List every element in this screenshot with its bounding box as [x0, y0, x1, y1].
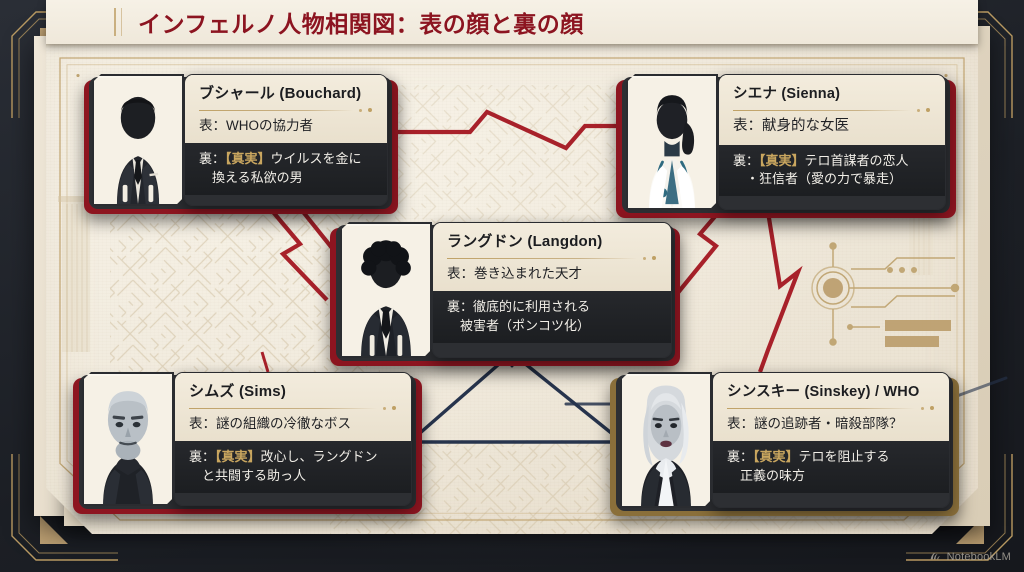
character-card-sinskey[interactable]: シンスキー (Sinskey) / WHO 表：謎の追跡者・暗殺部隊？ 裏：【真… [610, 372, 959, 516]
character-name: シンスキー (Sinskey) / WHO [727, 384, 920, 400]
card-face-section: シムズ (Sims) 表：謎の組織の冷徹なボス [175, 373, 411, 442]
truth-section: 裏：【真実】ウイルスを金に 換える私欲の男 [185, 143, 387, 196]
truth-text-1: 改心し、ラングドン [260, 449, 378, 465]
truth-line-2: ・狂信者（愛の力で暴走） [746, 171, 903, 187]
card-face-section: シエナ (Sienna) 表：献身的な女医 [719, 75, 945, 145]
truth-tag: 【真実】 [215, 449, 261, 465]
bald-stern-man-portrait-icon [82, 372, 174, 506]
card-body: シンスキー (Sinskey) / WHO 表：謎の追跡者・暗殺部隊？ 裏：【真… [712, 372, 950, 508]
truth-prefix: 裏： [727, 449, 754, 465]
truth-tag: 【真実】 [753, 449, 799, 465]
truth-prefix: 裏： [189, 449, 216, 465]
character-name: ラングドン (Langdon) [447, 233, 603, 250]
card-body: ブシャール (Bouchard) 表：WHOの協力者 裏：【真実】ウイルスを金に… [184, 74, 388, 206]
card-face-section: ラングドン (Langdon) 表：巻き込まれた天才 [433, 223, 671, 292]
surface-role: 表：WHOの協力者 [199, 118, 313, 133]
curly-haired-man-silhouette-icon [340, 222, 432, 358]
truth-line-2: 換える私欲の男 [212, 169, 303, 185]
surface-role: 表：謎の追跡者・暗殺部隊？ [727, 416, 903, 431]
woman-doctor-stethoscope-silhouette-icon [626, 74, 718, 210]
truth-line-2: 正義の味方 [740, 467, 806, 483]
character-card-bouchard[interactable]: ブシャール (Bouchard) 表：WHOの協力者 裏：【真実】ウイルスを金に… [84, 74, 398, 214]
truth-tag: 【真実】 [759, 152, 805, 168]
truth-line-1: 裏：【真実】テロ首謀者の恋人 [733, 152, 933, 170]
title-rule-thin [121, 8, 122, 36]
man-in-suit-silhouette-icon [92, 74, 184, 206]
truth-section: 裏：【真実】テロを阻止する 正義の味方 [713, 441, 949, 494]
watermark-label: NotebookLM [946, 550, 1011, 563]
title-rule [114, 8, 116, 36]
truth-text-1: テロ首謀者の恋人 [804, 152, 909, 168]
truth-line-1: 裏：【真実】ウイルスを金に [199, 150, 375, 168]
character-card-sienna[interactable]: シエナ (Sienna) 表：献身的な女医 裏：【真実】テロ首謀者の恋人 ・狂信… [616, 74, 956, 218]
card-divider [447, 254, 659, 263]
character-name: シムズ (Sims) [189, 383, 287, 400]
silver-haired-woman-portrait-icon [620, 372, 712, 508]
truth-section: 裏：【真実】改心し、ラングドン と共闘する助っ人 [175, 441, 411, 494]
truth-section: 裏：徹底的に利用される 被害者（ポンコツ化） [433, 291, 671, 344]
card-body: シエナ (Sienna) 表：献身的な女医 裏：【真実】テロ首謀者の恋人 ・狂信… [718, 74, 946, 210]
truth-text-1: テロを阻止する [798, 449, 890, 465]
truth-line-2: 被害者（ポンコツ化） [460, 317, 591, 333]
truth-line-1: 裏：【真実】改心し、ラングドン [189, 448, 399, 466]
truth-line-1: 裏：【真実】テロを阻止する [727, 448, 937, 466]
character-name: シエナ (Sienna) [733, 86, 841, 102]
card-body: ラングドン (Langdon) 表：巻き込まれた天才 裏：徹底的に利用される 被… [432, 222, 672, 358]
truth-text-1: ウイルスを金に [270, 151, 362, 167]
truth-prefix: 裏： [733, 152, 760, 168]
truth-text-1: 徹底的に利用される [473, 299, 591, 315]
truth-tag: 【真実】 [225, 151, 271, 167]
watermark: NotebookLM [929, 550, 1011, 563]
surface-role: 表：謎の組織の冷徹なボス [189, 416, 351, 431]
card-body: シムズ (Sims) 表：謎の組織の冷徹なボス 裏：【真実】改心し、ラングドン … [174, 372, 412, 506]
page-title: インフェルノ人物相関図：表の顔と裏の顔 [138, 12, 584, 37]
card-divider [199, 106, 375, 115]
truth-prefix: 裏： [447, 299, 474, 315]
surface-role: 表：献身的な女医 [733, 118, 849, 134]
character-card-langdon[interactable]: ラングドン (Langdon) 表：巻き込まれた天才 裏：徹底的に利用される 被… [330, 222, 680, 366]
title-banner: インフェルノ人物相関図：表の顔と裏の顔 [46, 0, 978, 48]
card-face-section: シンスキー (Sinskey) / WHO 表：謎の追跡者・暗殺部隊？ [713, 373, 949, 442]
card-divider [189, 404, 399, 413]
character-card-sims[interactable]: シムズ (Sims) 表：謎の組織の冷徹なボス 裏：【真実】改心し、ラングドン … [73, 372, 422, 514]
character-name: ブシャール (Bouchard) [199, 85, 362, 102]
truth-line-1: 裏：徹底的に利用される [447, 298, 659, 316]
card-divider [727, 404, 937, 413]
truth-section: 裏：【真実】テロ首謀者の恋人 ・狂信者（愛の力で暴走） [719, 144, 945, 197]
truth-line-2: と共闘する助っ人 [202, 467, 307, 483]
notebooklm-logo-icon [930, 552, 940, 560]
card-face-section: ブシャール (Bouchard) 表：WHOの協力者 [185, 75, 387, 144]
card-divider [733, 106, 933, 115]
surface-role: 表：巻き込まれた天才 [447, 266, 582, 281]
truth-prefix: 裏： [199, 151, 226, 167]
